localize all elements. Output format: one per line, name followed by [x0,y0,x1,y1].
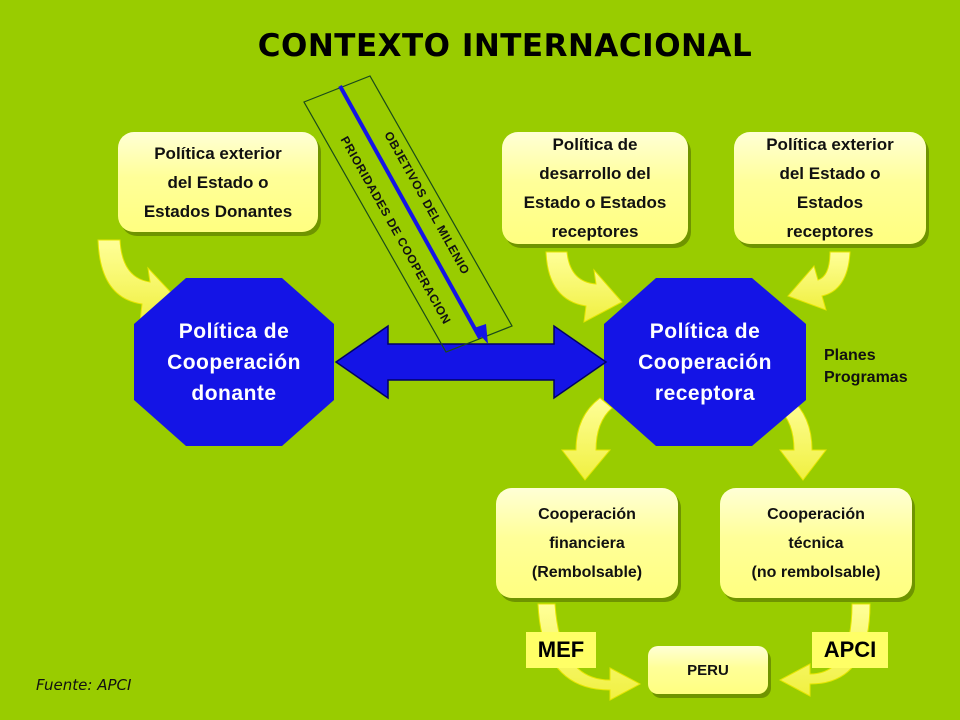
donor-octagon [134,278,334,446]
development-policy-box: Política de desarrollo del Estado o Esta… [502,132,688,244]
financial-cooperation-box: Cooperación financiera (Rembolsable) [496,488,678,598]
recipient-octagon [604,278,806,446]
recipient-policy-line-4: receptores [786,222,874,241]
peru-box: PERU [648,646,768,694]
dev-policy-line-1: Política de [552,135,638,154]
recipient-coop-line-2: Cooperación [638,350,772,374]
page-title: CONTEXTO INTERNACIONAL [257,28,753,64]
donor-coop-line-3: donante [191,381,277,405]
financial-line-2: financiera [549,534,625,552]
recipient-coop-line-1: Política de [649,319,761,343]
donor-policy-line-3: Estados Donantes [143,201,293,221]
curved-arrow-donor [97,239,179,323]
apci-label: APCI [812,632,888,668]
technical-line-1: Cooperación [767,505,865,523]
financial-line-3: (Rembolsable) [531,563,643,581]
donor-foreign-policy-box: Política exterior del Estado o Estados D… [118,132,318,232]
source-note: Fuente: APCI [36,676,132,694]
dev-policy-line-4: receptores [551,222,639,241]
recipient-foreign-policy-box: Política exterior del Estado o Estados r… [734,132,926,244]
priorities-band [303,75,513,353]
technical-line-2: técnica [788,534,844,552]
financial-line-1: Cooperación [538,505,636,523]
recipient-policy-line-1: Política exterior [766,135,894,154]
donor-coop-line-2: Cooperación [167,350,301,374]
donor-cooperation: Política de Cooperación donante [134,277,334,447]
curved-arrow-financial [560,397,613,481]
recipient-policy-line-3: Estados [796,193,864,212]
donor-policy-line-2: del Estado o [167,172,269,192]
recipient-policy-line-2: del Estado o [779,164,881,183]
donor-coop-line-1: Política de [178,319,290,343]
curved-arrow-dev [545,251,623,323]
plans-programs: Planes Programas [824,345,908,389]
band-line-arrowhead [474,324,488,344]
donor-policy-line-1: Política exterior [154,143,282,163]
technical-cooperation-box: Cooperación técnica (no rembolsable) [720,488,912,598]
technical-line-3: (no rembolsable) [751,563,881,581]
programs-label: Programas [824,369,908,386]
band-line [338,85,482,339]
dev-policy-line-2: desarrollo del [539,164,651,183]
dev-policy-line-3: Estado o Estados [523,193,667,212]
recipient-coop-line-3: receptora [654,381,756,405]
mef-label: MEF [526,632,596,668]
recipient-cooperation: Política de Cooperación receptora [605,277,805,447]
double-arrow [334,324,608,400]
plans-label: Planes [824,347,876,364]
curved-arrow-foreign [787,251,851,311]
